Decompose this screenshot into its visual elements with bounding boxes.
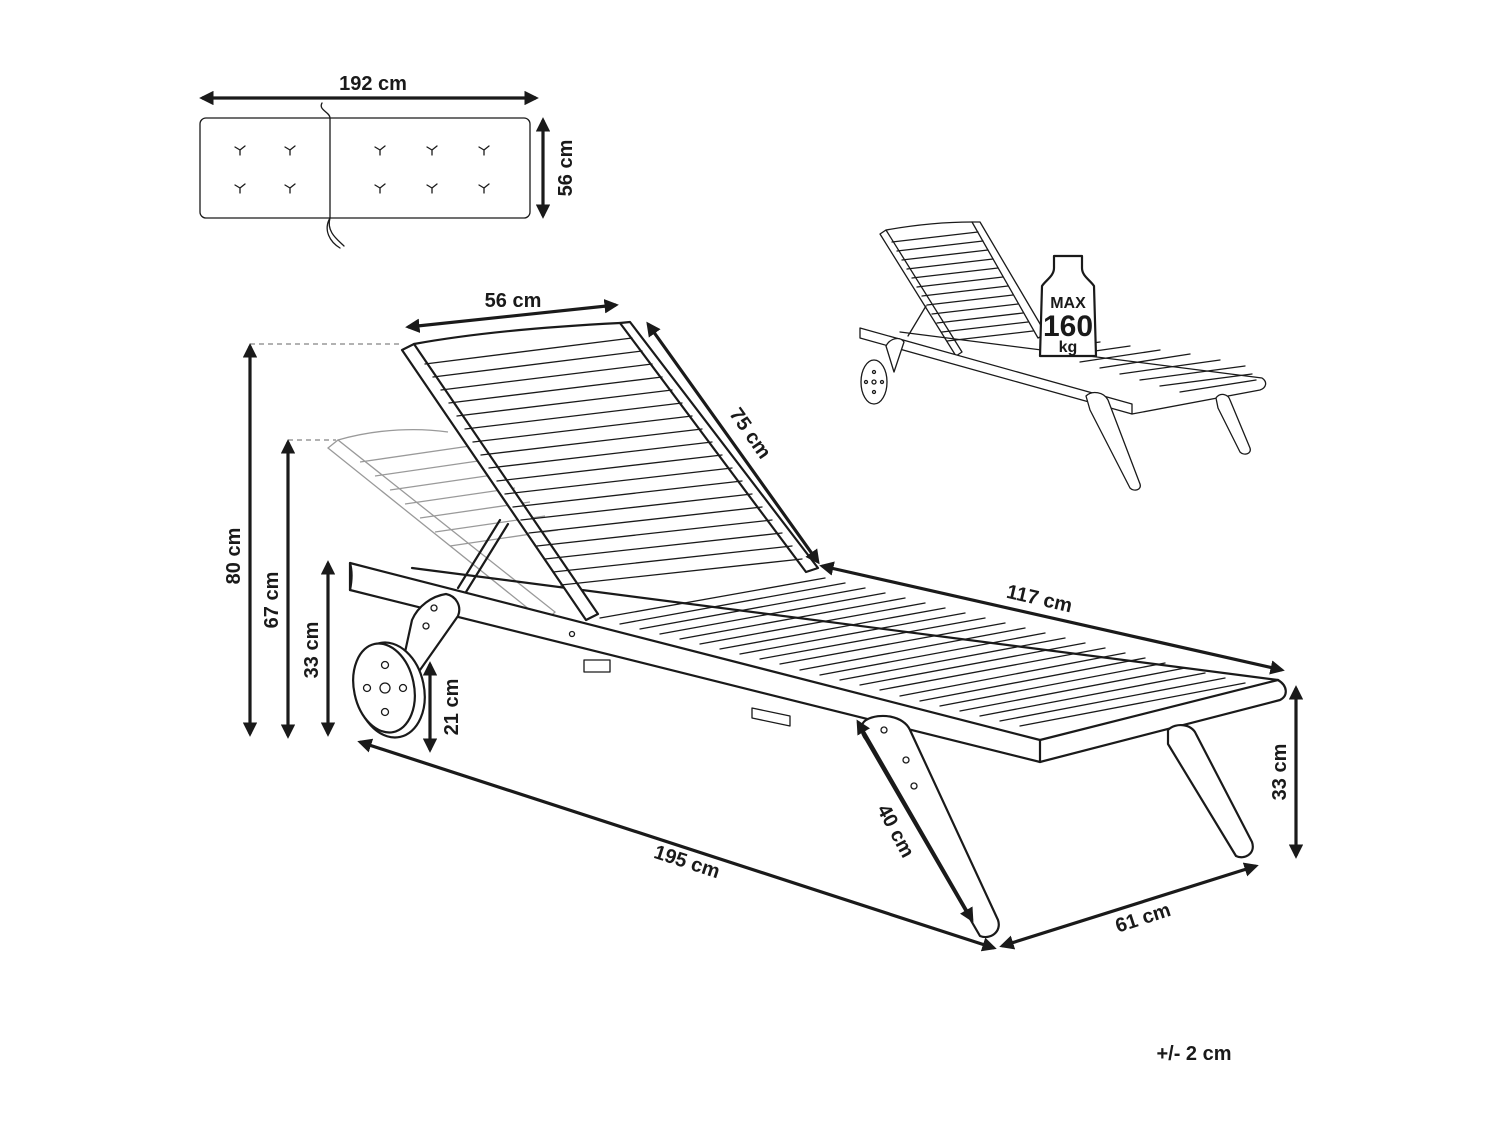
backrest-width-arrow [405,299,619,333]
backrest-width-label: 56 cm [485,290,542,312]
reclined-backrest-ghost [326,428,559,623]
seat-height-rear-label: 33 cm [301,622,323,679]
seat-length-label: 117 cm [1004,581,1074,617]
weight-icon [1038,254,1098,358]
front-leg-right [1166,724,1254,859]
weight-value: 160 [1043,310,1093,343]
cushion-width-label: 56 cm [555,140,577,197]
seat-height-front-label: 33 cm [1269,744,1291,801]
cushion-drawing [199,102,531,249]
reclined-height-label: 67 cm [261,572,283,629]
backrest-length-arrow [646,321,820,565]
wheel [352,641,426,739]
cushion-length-label: 192 cm [339,73,407,95]
sun-lounger-drawing [326,320,1287,939]
total-height-label: 80 cm [223,528,245,585]
weight-max-label: MAX [1050,295,1086,312]
tolerance-note: +/- 2 cm [1156,1043,1231,1065]
weight-capacity-badge: MAX 160 kg [1038,254,1098,358]
weight-unit: kg [1059,339,1078,356]
small-lounger-drawing [859,221,1267,491]
wheel-height-label: 21 cm [441,679,463,736]
seat-length-arrow [819,561,1285,675]
total-width-label: 61 cm [1113,899,1174,937]
total-width-arrow [999,862,1259,950]
leg-length-arrow [856,719,974,923]
cushion-tufts [234,145,490,194]
